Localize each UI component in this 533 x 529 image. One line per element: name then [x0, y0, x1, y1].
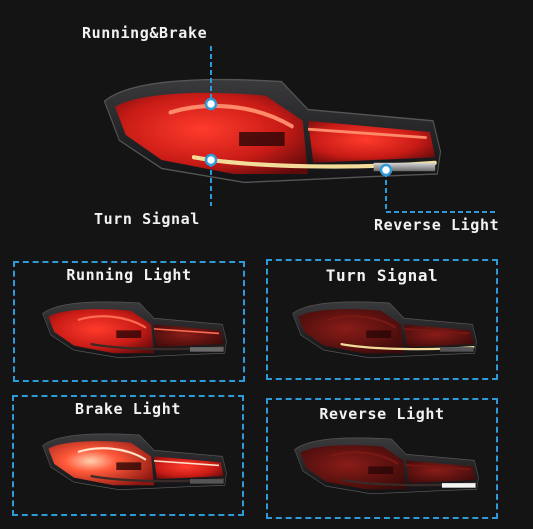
panel-turn-signal: Turn Signal [266, 259, 498, 380]
panel-running-light: Running Light [13, 261, 245, 382]
panel-reverse-light: Reverse Light [266, 398, 498, 519]
callout-lines [210, 46, 498, 213]
panel-brake-light: Brake Light [12, 395, 244, 516]
callout-running-brake: Running&Brake [82, 24, 208, 42]
panel-title: Reverse Light [319, 405, 445, 423]
callout-turn-signal: Turn Signal [94, 210, 200, 228]
callout-reverse-light: Reverse Light [374, 216, 500, 234]
panel-title: Brake Light [75, 400, 181, 418]
callout-dots [204, 97, 393, 177]
panel-title: Running Light [66, 266, 192, 284]
panel-title: Turn Signal [325, 266, 439, 285]
